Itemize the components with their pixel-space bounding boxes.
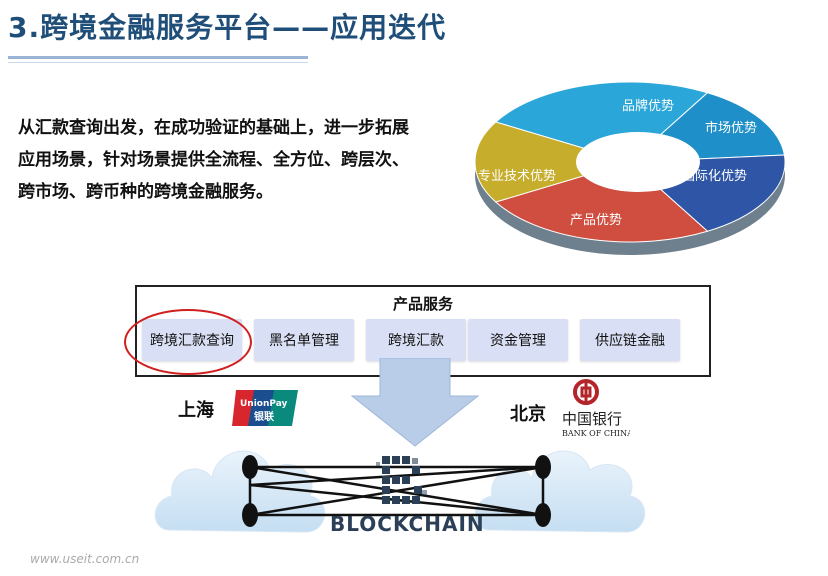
svg-text:BANK OF CHINA: BANK OF CHINA [562, 429, 630, 438]
ring-segment-brand [494, 81, 709, 163]
description-line-2: 应用场景，针对场景提供全流程、全方位、跨层次、 [18, 150, 409, 170]
network-node [242, 503, 258, 527]
product-chip[interactable]: 资金管理 [468, 319, 568, 361]
page-title: 3.跨境金融服务平台——应用迭代 [8, 11, 447, 44]
product-chip[interactable]: 跨境汇款 [366, 319, 466, 361]
title-underline-thin [8, 62, 308, 63]
svg-text:UnionPay: UnionPay [240, 399, 288, 409]
title-underline [8, 56, 308, 59]
advantages-ring: 品牌优势 市场优势 国际化优势 产品优势 专业技术优势 [474, 81, 786, 255]
product-chip[interactable]: 供应链金融 [580, 319, 680, 361]
ring-label-tech: 专业技术优势 [478, 168, 556, 184]
ring-segment-product [494, 161, 709, 243]
ring-label-international: 国际化优势 [682, 168, 747, 184]
svg-text:中国银行: 中国银行 [562, 410, 622, 428]
description-line-3: 跨市场、跨币种的跨境金融服务。 [18, 182, 273, 202]
blockchain-b-icon [376, 456, 427, 504]
highlight-circle [124, 309, 252, 375]
product-services-title: 产品服务 [392, 295, 453, 313]
ring-segment-tech [474, 121, 632, 203]
network-link [249, 465, 544, 517]
network-node [242, 455, 258, 479]
product-chip[interactable]: 黑名单管理 [254, 319, 354, 361]
ring-label-product: 产品优势 [570, 212, 622, 228]
svg-text:银联: 银联 [254, 410, 274, 423]
watermark: www.useit.com.cn [30, 552, 140, 566]
ring-label-brand: 品牌优势 [622, 98, 674, 114]
bank-of-china-logo: 中国银行 BANK OF CHINA [562, 379, 630, 438]
down-arrow-icon [350, 358, 480, 447]
city-label-shanghai: 上海 [178, 400, 214, 421]
ring-hole [576, 132, 700, 192]
network-node [535, 455, 551, 479]
city-label-beijing: 北京 [510, 404, 546, 425]
blockchain-label: BLOCKCHAIN [330, 512, 485, 536]
unionpay-logo: UnionPay 银联 [232, 390, 298, 426]
description: 从汇款查询出发，在成功验证的基础上，进一步拓展 应用场景，针对场景提供全流程、全… [18, 112, 468, 208]
network-node [535, 503, 551, 527]
ring-label-market: 市场优势 [705, 120, 757, 136]
description-line-1: 从汇款查询出发，在成功验证的基础上，进一步拓展 [18, 118, 409, 138]
